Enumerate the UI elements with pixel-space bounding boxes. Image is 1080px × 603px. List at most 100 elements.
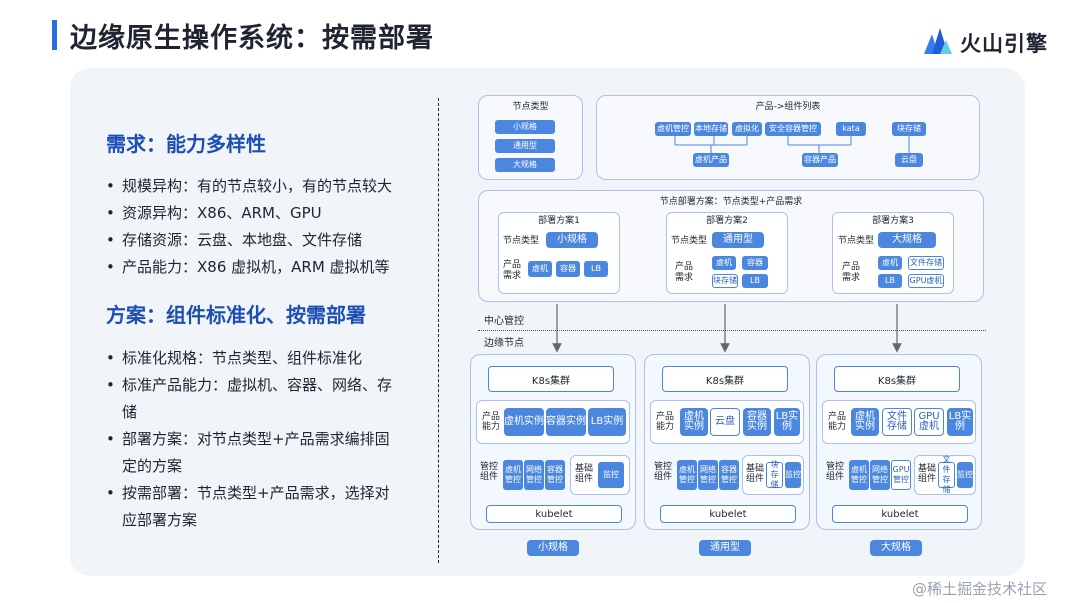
capability-chip: 文件存储 [882,408,912,436]
mgmt-label: 管控组件 [653,462,672,482]
component-chip: 本地存储 [694,122,728,136]
need-chip: 虚机 [528,261,552,277]
component-chip: 安全容器管控 [765,122,821,136]
product-chip: 容器产品 [802,153,838,167]
base-chip: 监控 [785,462,801,488]
deploy-arrows [552,304,902,353]
page-title: 边缘原生操作系统：按需部署 [70,23,434,54]
list-item: 资源异构：X86、ARM、GPU [106,200,416,227]
plan-list: 标准化规格：节点类型、组件标准化 标准产品能力：虚拟机、容器、网络、存储 部署方… [106,345,396,534]
center-edge-separator [478,330,986,331]
capability-label: 产品能力 [481,412,500,432]
base-chip: 文件存储 [938,455,955,494]
mgmt-chip: 容器管控 [545,460,565,490]
mgmt-chip: GPU管控 [891,460,911,490]
component-chip: 块存储 [892,122,926,136]
mgmt-chip: 虚机管控 [849,460,869,490]
mgmt-chip: 网络管控 [524,460,544,490]
k8s-cluster-box: K8s集群 [488,366,614,392]
deploy-plan-title: 部署方案2 [706,216,748,226]
base-label: 基础组件 [574,464,593,484]
base-label: 基础组件 [917,464,936,484]
need-chip: LB [742,274,768,288]
vertical-divider [438,98,439,563]
product-chip: 虚机产品 [693,153,729,167]
edge-node-label: 边缘节点 [484,338,524,349]
mgmt-label: 管控组件 [479,462,498,482]
need-list: 规模异构：有的节点较小，有的节点较大 资源异构：X86、ARM、GPU 存储资源… [106,173,416,281]
node-type-label: 节点类型 [838,236,875,246]
watermark: @稀土掘金技术社区 [912,580,1048,598]
need-chip: 块存储 [712,274,738,288]
node-type-chip: 通用型 [699,540,751,556]
node-type-chip: 通用型 [495,139,555,153]
list-item: 部署方案：对节点类型+产品需求编排固定的方案 [106,426,396,480]
mgmt-label: 管控组件 [825,462,844,482]
component-chip: 虚机管控 [655,122,691,136]
capability-chip: 虚机实例 [680,408,708,436]
need-chip: 容器 [742,256,768,270]
k8s-cluster-box: K8s集群 [834,366,960,392]
base-label: 基础组件 [745,464,764,484]
deploy-plan-title: 部署方案1 [538,216,580,226]
capability-chip: 虚机实例 [851,408,879,436]
mgmt-chip: 网络管控 [698,460,718,490]
node-type-chip: 小规格 [546,232,598,248]
deploy-plan-card [498,212,620,294]
capability-chip: GPU虚机 [914,408,944,436]
list-item: 标准化规格：节点类型、组件标准化 [106,345,396,372]
product-need-label: 产品需求 [503,260,522,281]
capability-chip: 容器实例 [743,408,771,436]
deploy-plan-title: 部署方案3 [872,216,914,226]
logo-text: 火山引擎 [960,32,1048,56]
base-chip: 块存储 [766,460,783,489]
k8s-cluster-box: K8s集群 [662,366,788,392]
capability-chip: LB实例 [774,408,800,436]
mgmt-chip: 虚机管控 [677,460,697,490]
need-chip: 文件存储 [908,256,944,270]
need-chip: LB [584,261,608,277]
plan-heading: 方案：组件标准化、按需部署 [106,303,366,327]
base-chip: 监控 [957,462,973,488]
capability-chip: 容器实例 [546,408,586,436]
component-chip: kata [836,122,866,136]
kubelet-box: kubelet [486,505,622,523]
product-chip: 云盘 [895,153,923,167]
list-item: 规模异构：有的节点较小，有的节点较大 [106,173,416,200]
node-type-label: 节点类型 [671,236,708,246]
capability-chip: LB实例 [947,408,973,436]
need-chip: GPU虚机 [908,274,944,288]
capability-label: 产品能力 [655,412,674,432]
capability-chip: 虚机实例 [504,408,544,436]
kubelet-box: kubelet [832,505,968,523]
deploy-plans-title: 节点部署方案：节点类型+产品需求 [659,197,803,207]
center-control-label: 中心管控 [484,316,524,327]
node-type-chip: 大规格 [870,540,922,556]
base-chip: 监控 [598,462,624,488]
node-type-chip: 通用型 [712,232,764,248]
need-chip: 容器 [556,261,580,277]
volcano-logo-icon [924,28,952,54]
product-list-title: 产品->组件列表 [755,102,821,112]
list-item: 标准产品能力：虚拟机、容器、网络、存储 [106,372,396,426]
capability-chip: LB实例 [588,408,626,436]
mgmt-chip: 容器管控 [719,460,739,490]
node-type-label: 节点类型 [503,236,540,246]
product-need-label: 产品需求 [842,262,861,283]
need-chip: 虚机 [712,256,736,270]
node-type-chip: 小规格 [527,540,579,556]
node-type-chip: 大规格 [495,158,555,172]
need-heading: 需求：能力多样性 [106,132,266,156]
list-item: 按需部署：节点类型+产品需求，选择对应部署方案 [106,480,396,534]
product-need-label: 产品需求 [675,262,694,283]
need-chip: 虚机 [878,256,902,270]
component-chip: 虚拟化 [732,122,762,136]
kubelet-box: kubelet [660,505,796,523]
node-type-chip: 小规格 [495,120,555,134]
product-tree-lines [674,136,910,153]
capability-chip: 云盘 [710,408,740,436]
mgmt-chip: 网络管控 [870,460,890,490]
node-types-title: 节点类型 [512,102,549,112]
list-item: 存储资源：云盘、本地盘、文件存储 [106,227,416,254]
list-item: 产品能力：X86 虚拟机，ARM 虚拟机等 [106,254,416,281]
